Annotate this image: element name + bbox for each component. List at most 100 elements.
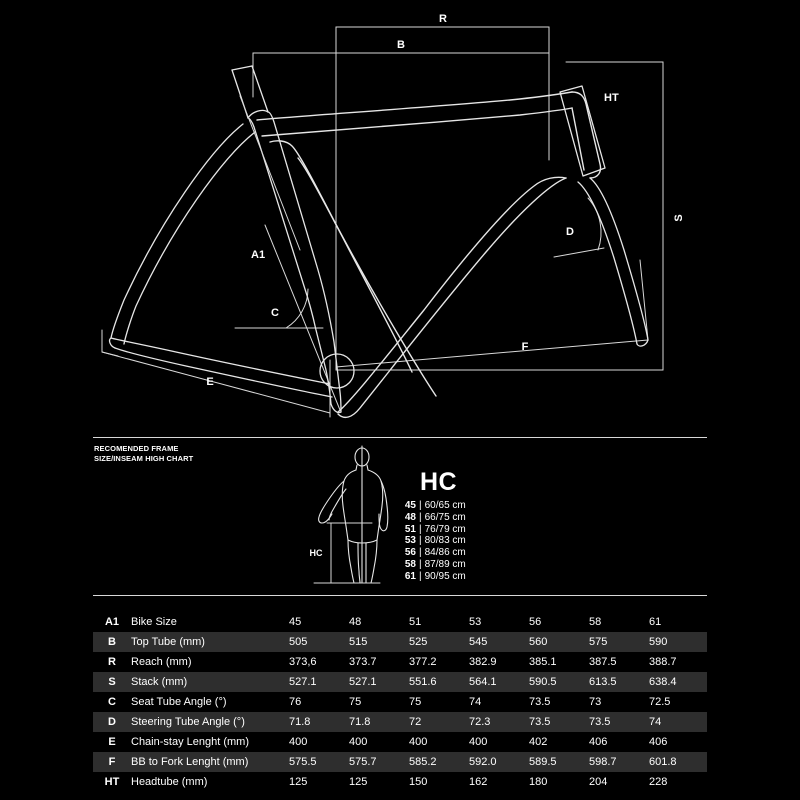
label-b: B	[397, 39, 405, 51]
table-row: E Chain-stay Lenght (mm) 400 400 400 400…	[93, 732, 707, 752]
row-code: HT	[104, 776, 120, 788]
row-value: 598.7	[589, 756, 617, 768]
row-value: 560	[529, 636, 548, 648]
row-value: 564.1	[469, 676, 497, 688]
row-value: 525	[409, 636, 428, 648]
label-s: S	[673, 214, 685, 221]
seat-tube	[247, 117, 332, 405]
row-value: 71.8	[349, 716, 371, 728]
row-label: Seat Tube Angle (°)	[131, 696, 227, 708]
row-value: 74	[649, 716, 662, 728]
row-value: 551.6	[409, 676, 437, 688]
figure-leg-left	[347, 539, 355, 584]
row-value: 75	[349, 696, 362, 708]
hc-size: 61	[404, 570, 416, 582]
row-value: 73	[589, 696, 602, 708]
hc-list-item: 45 | 60/65 cm	[400, 500, 510, 512]
row-label: Stack (mm)	[131, 676, 188, 688]
dimension-line-s	[335, 61, 664, 371]
row-value: 228	[649, 776, 668, 788]
row-label: Reach (mm)	[131, 656, 192, 668]
label-f: F	[522, 341, 529, 353]
table-row: F BB to Fork Lenght (mm) 575.5 575.7 585…	[93, 752, 707, 772]
row-label: Headtube (mm)	[131, 776, 208, 788]
hc-range: 60/65 cm	[424, 500, 466, 511]
row-value: 73.5	[529, 696, 551, 708]
row-value: 400	[469, 736, 488, 748]
hc-range: 84/86 cm	[424, 547, 466, 559]
row-value: 406	[649, 736, 668, 748]
hc-separator: |	[419, 500, 422, 511]
seat-stay	[110, 123, 244, 339]
row-value: 73.5	[529, 716, 551, 728]
row-label: Steering Tube Angle (°)	[131, 716, 245, 728]
row-value: 382.9	[469, 656, 497, 668]
figure-arm-left	[318, 480, 345, 524]
row-value: 76	[289, 696, 302, 708]
hc-dimension	[313, 522, 381, 584]
dimension-line-e	[101, 329, 331, 418]
figure-torso	[341, 469, 357, 541]
hc-size: 48	[404, 511, 416, 523]
row-value: 575.7	[349, 756, 377, 768]
row-value: 385.1	[529, 656, 557, 668]
row-value: 51	[409, 616, 422, 628]
table-row: S Stack (mm) 527.1 527.1 551.6 564.1 590…	[93, 672, 707, 692]
down-tube-main	[337, 177, 567, 419]
table-row: R Reach (mm) 373,6 373.7 377.2 382.9 385…	[93, 652, 707, 672]
hc-list-item: 53 | 80/83 cm	[400, 535, 510, 547]
row-value: 575	[589, 636, 608, 648]
hc-range: 90/95 cm	[424, 570, 466, 582]
row-value: 58	[589, 616, 602, 628]
row-value: 162	[469, 776, 488, 788]
hc-size: 53	[404, 535, 416, 547]
row-value: 72	[409, 716, 422, 728]
hc-list-item: 56 | 84/86 cm	[400, 547, 510, 559]
row-code: B	[108, 636, 116, 648]
label-r: R	[439, 13, 447, 25]
figure-leg-right	[370, 539, 378, 584]
row-code: S	[108, 676, 116, 688]
hc-separator: |	[419, 523, 422, 535]
top-tube	[256, 91, 573, 121]
row-label: Top Tube (mm)	[131, 636, 205, 648]
table-row: D Steering Tube Angle (°) 71.8 71.8 72 7…	[93, 712, 707, 732]
hc-size-list: 45 | 60/65 cm 48 | 66/75 cm 51 | 76/79 c…	[400, 500, 510, 583]
row-value: 601.8	[649, 756, 677, 768]
bike-frame-geometry-diagram: R B HT S A1 C D E F	[101, 13, 685, 419]
angle-reference-d	[553, 197, 605, 258]
hc-separator: |	[419, 558, 422, 570]
row-value: 400	[409, 736, 428, 748]
table-row: B Top Tube (mm) 505 515 525 545 560 575 …	[93, 632, 707, 652]
row-label: BB to Fork Lenght (mm)	[131, 756, 249, 768]
hc-size: 56	[404, 547, 416, 559]
head-tube-box	[559, 85, 606, 177]
row-value: 125	[289, 776, 308, 788]
row-value: 402	[529, 736, 548, 748]
hc-separator: |	[419, 570, 422, 582]
hc-list-item: 51 | 76/79 cm	[400, 524, 510, 536]
hc-dimension-label: HC	[310, 548, 323, 558]
angle-reference-c	[234, 288, 324, 329]
table-row: HT Headtube (mm) 125 125 150 162 180 204…	[93, 772, 707, 792]
hc-separator: |	[419, 535, 422, 547]
row-value: 638.4	[649, 676, 677, 688]
dimension-line-b	[252, 52, 550, 98]
hc-title: HC	[420, 468, 458, 496]
row-value: 388.7	[649, 656, 677, 668]
row-value: 48	[349, 616, 362, 628]
row-value: 400	[289, 736, 308, 748]
label-e: E	[206, 376, 213, 388]
table-row: C Seat Tube Angle (°) 76 75 75 74 73.5 7…	[93, 692, 707, 712]
hc-range: 80/83 cm	[424, 535, 466, 547]
hc-range: 76/79 cm	[424, 523, 466, 535]
row-value: 575.5	[289, 756, 317, 768]
row-value: 45	[289, 616, 302, 628]
row-label: Bike Size	[131, 616, 177, 628]
label-a1: A1	[251, 249, 265, 261]
row-value: 61	[649, 616, 662, 628]
row-value: 180	[529, 776, 548, 788]
hc-size: 51	[404, 523, 416, 535]
hc-range: 87/89 cm	[424, 558, 466, 570]
